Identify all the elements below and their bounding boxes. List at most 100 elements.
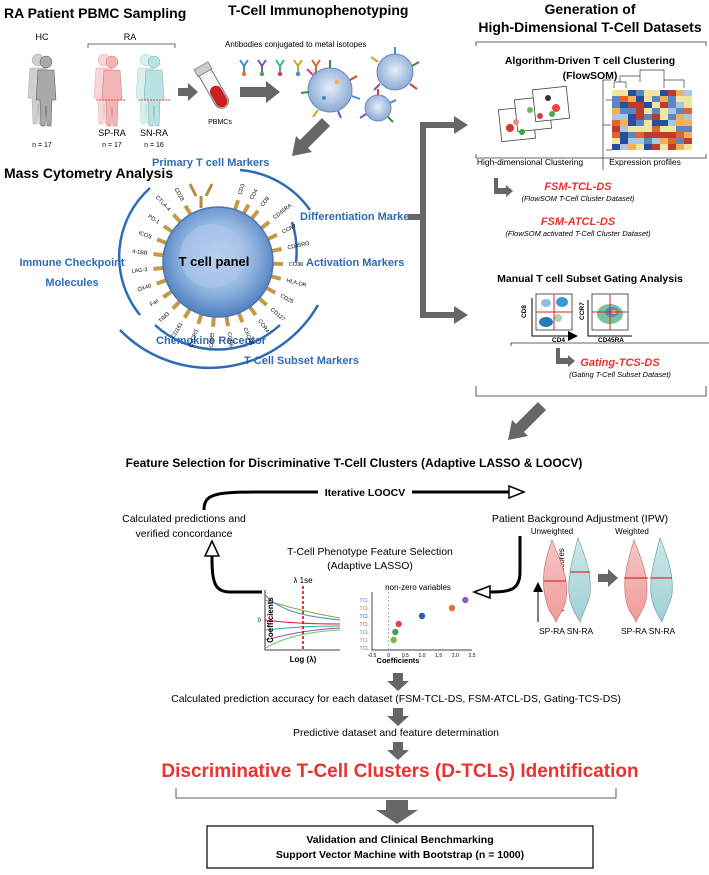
heatmap-top-dendrogram	[614, 70, 684, 88]
heatmap-cell	[636, 132, 644, 138]
heatmap-cell	[636, 138, 644, 144]
heatmap-cell	[668, 114, 676, 120]
arrow-to-cells	[240, 81, 280, 103]
heatmap-cell	[652, 108, 660, 114]
expression-profiles-label: Expression profiles	[609, 157, 681, 167]
heatmap-cell	[676, 108, 684, 114]
heatmap-cell	[636, 96, 644, 102]
heatmap-cell	[684, 96, 692, 102]
gating-desc: (Gating T-Cell Subset Dataset)	[569, 370, 671, 379]
sp-ra-unweighted: SP-RA	[539, 626, 565, 636]
heatmap-cell	[684, 120, 692, 126]
marker-label: PD-1	[146, 214, 160, 226]
heatmap-cell	[676, 96, 684, 102]
n-hc: n = 17	[32, 142, 52, 149]
heatmap-cell	[636, 144, 644, 150]
unweighted-violins	[543, 538, 590, 622]
ccr7-axis-label: CCR7	[579, 302, 586, 320]
dotplot-point	[392, 629, 398, 635]
datasets-bottom-bracket	[476, 386, 706, 396]
dotplot-row-label: TCL	[360, 614, 370, 620]
marker-label: CD8	[260, 196, 272, 208]
sn-ra-label: SN-RA	[140, 128, 168, 138]
checkpoint-label-2: Molecules	[45, 277, 98, 289]
left-return-arrowhead	[205, 541, 219, 556]
arrow-to-gating	[556, 348, 575, 367]
sp-ra-label: SP-RA	[98, 128, 126, 138]
datasets-top-bracket	[476, 42, 706, 46]
antibody-icons	[240, 60, 320, 76]
marker-label: Fas	[149, 298, 160, 308]
heatmap-cell	[644, 114, 652, 120]
heatmap-cell	[612, 108, 620, 114]
heatmap-cell	[668, 138, 676, 144]
lasso-path-plot	[265, 586, 340, 650]
heatmap-cell	[684, 90, 692, 96]
heatmap-cell	[676, 132, 684, 138]
activation-markers: Activation Markers	[306, 257, 404, 269]
heatmap-cell	[612, 144, 620, 150]
lambda-1se-label: λ 1se	[293, 576, 313, 585]
heatmap-cell	[620, 96, 628, 102]
heatmap-cell	[644, 102, 652, 108]
heatmap-cell	[684, 102, 692, 108]
mass-title: Mass Cytometry Analysis	[4, 165, 173, 181]
right-down-arrowhead	[474, 586, 490, 598]
dotplot-point	[395, 621, 401, 627]
heatmap-cell	[620, 120, 628, 126]
heatmap-cell	[684, 138, 692, 144]
t-cell-panel-label: T cell panel	[179, 254, 250, 269]
heatmap-cell	[628, 90, 636, 96]
heatmap-cell	[628, 102, 636, 108]
heatmap-cell	[644, 144, 652, 150]
arrow-to-feature-selection	[508, 402, 546, 440]
heatmap-cell	[684, 108, 692, 114]
heatmap-cell	[620, 132, 628, 138]
heatmap-cell	[620, 114, 628, 120]
arrow-to-dtcl	[387, 742, 409, 760]
dotplot-axes	[372, 592, 472, 650]
sn-ra-unweighted: SN-RA	[567, 626, 594, 636]
dotplot-tick: 1.0	[419, 653, 426, 659]
fsm-tcl-label: FSM-TCL-DS	[544, 181, 612, 193]
fsm-atcl-label: FSM-ATCL-DS	[541, 216, 616, 228]
gating-plot-ccr7-cd45ra	[592, 294, 628, 330]
ra-bracket	[88, 44, 175, 48]
dotplot-tick: 1.5	[435, 653, 442, 659]
heatmap-cell	[628, 144, 636, 150]
n-sn: n = 16	[144, 142, 164, 149]
heatmap-cell	[676, 120, 684, 126]
marker-label: 4-1BB	[132, 249, 148, 257]
labeled-cell-large-icon	[301, 60, 360, 118]
hc-label: HC	[36, 32, 49, 42]
heatmap-cell	[636, 90, 644, 96]
accuracy-text: Calculated prediction accuracy for each …	[171, 693, 621, 705]
fsm-tcl-desc: (FlowSOM T-Cell Cluster Dataset)	[521, 194, 635, 203]
heatmap-cell	[660, 114, 668, 120]
heatmap-cell	[668, 132, 676, 138]
heatmap-cell	[636, 120, 644, 126]
heatmap-cell	[620, 108, 628, 114]
fsm-atcl-desc: (FlowSOM activated T-Cell Cluster Datase…	[505, 229, 651, 238]
sampling-title: RA Patient PBMC Sampling	[4, 5, 186, 21]
heatmap-cell	[612, 96, 620, 102]
heatmap-cell	[644, 138, 652, 144]
heatmap-cell	[660, 90, 668, 96]
labeled-cell-right-icon	[371, 47, 419, 90]
pbmc-label: PBMCs	[208, 119, 232, 126]
heatmap-cell	[660, 108, 668, 114]
datasets-title-1: Generation of	[544, 1, 635, 17]
ipw-label: Patient Background Adjustment (IPW)	[492, 513, 668, 525]
heatmap-cell	[620, 144, 628, 150]
labeled-cell-small-icon	[360, 89, 396, 122]
heatmap-cell	[684, 144, 692, 150]
antibodies-label: Antibodies conjugated to metal isotopes	[225, 40, 366, 49]
heatmap-cell	[628, 138, 636, 144]
heatmap-cell	[660, 132, 668, 138]
marker-label: ICOS	[138, 230, 153, 240]
heatmap-cell	[652, 144, 660, 150]
cd8-axis-label: CD8	[521, 305, 528, 318]
weighted-label: Weighted	[615, 527, 649, 536]
marker-label: CCR4	[256, 318, 270, 334]
